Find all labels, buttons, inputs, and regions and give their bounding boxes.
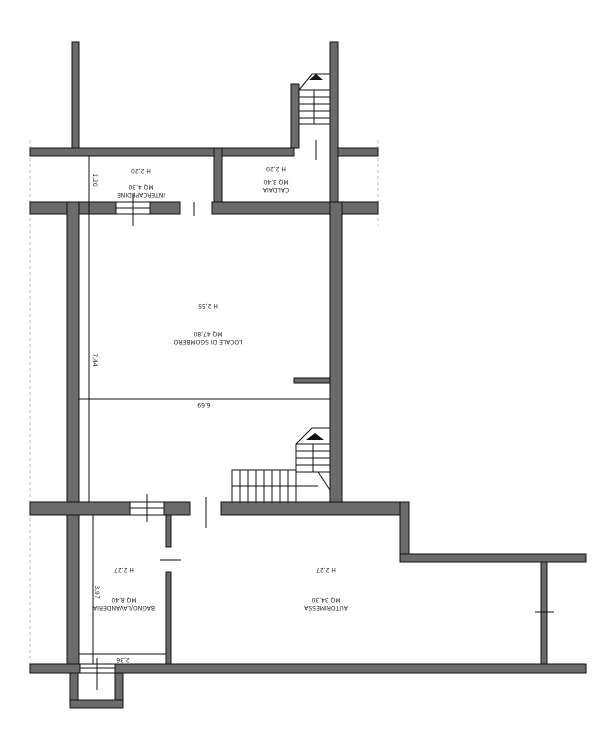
svg-text:7,44: 7,44: [91, 353, 98, 367]
intercapedine-area: MQ 4,30: [128, 183, 153, 190]
intercapedine-name: INTERCAPEDINE: [117, 191, 165, 198]
label-sgombero: LOCALE DI SGOMBERO MQ 47,80 H 2,55: [173, 302, 242, 345]
svg-text:6,69: 6,69: [197, 401, 211, 408]
dim-bagno-h: 2,36: [116, 656, 130, 663]
dim-bagno-v: 3,97: [93, 585, 100, 599]
dim-sgombero-v: 7,44: [91, 353, 98, 367]
label-caldaia: CALDAIA MQ 3,40 H 2,20: [262, 165, 289, 193]
sgombero-area: MQ 47,80: [193, 330, 222, 337]
caldaia-area: MQ 3,40: [263, 178, 288, 185]
caldaia-name: CALDAIA: [262, 186, 289, 193]
svg-text:3,97: 3,97: [93, 585, 100, 599]
caldaia-height: H 2,20: [266, 165, 286, 172]
stair-lower: [231, 427, 331, 503]
autorimessa-area: MQ 34,30: [311, 596, 340, 603]
window-bagno: [129, 494, 165, 522]
label-intercapedine: INTERCAPEDINE MQ 4,30 H 2,20: [117, 167, 165, 198]
intercapedine-height: H 2,20: [131, 167, 151, 174]
bagno-area: MQ 8,40: [111, 596, 136, 603]
sgombero-height: H 2,55: [198, 302, 218, 309]
dim-sgombero-h: 6,69: [197, 401, 211, 408]
autorimessa-name: AUTORIMESSA: [303, 604, 348, 611]
svg-text:2,36: 2,36: [116, 656, 130, 663]
window-intercapedine: [115, 194, 151, 226]
svg-text:1,20: 1,20: [91, 173, 98, 187]
sgombero-name: LOCALE DI SGOMBERO: [173, 338, 242, 345]
stair-top: [298, 73, 331, 125]
label-bagno: BAGNO/LAVANDERIA MQ 8,40 H 2,27: [92, 566, 155, 611]
bagno-name: BAGNO/LAVANDERIA: [92, 604, 155, 611]
window-bottom-niche: [79, 658, 116, 690]
bagno-height: H 2,27: [114, 566, 134, 573]
label-autorimessa: AUTORIMESSA MQ 34,30 H 2,27: [303, 566, 348, 611]
autorimessa-height: H 2,27: [316, 566, 336, 573]
dim-intercapedine: 1,20: [91, 173, 98, 187]
